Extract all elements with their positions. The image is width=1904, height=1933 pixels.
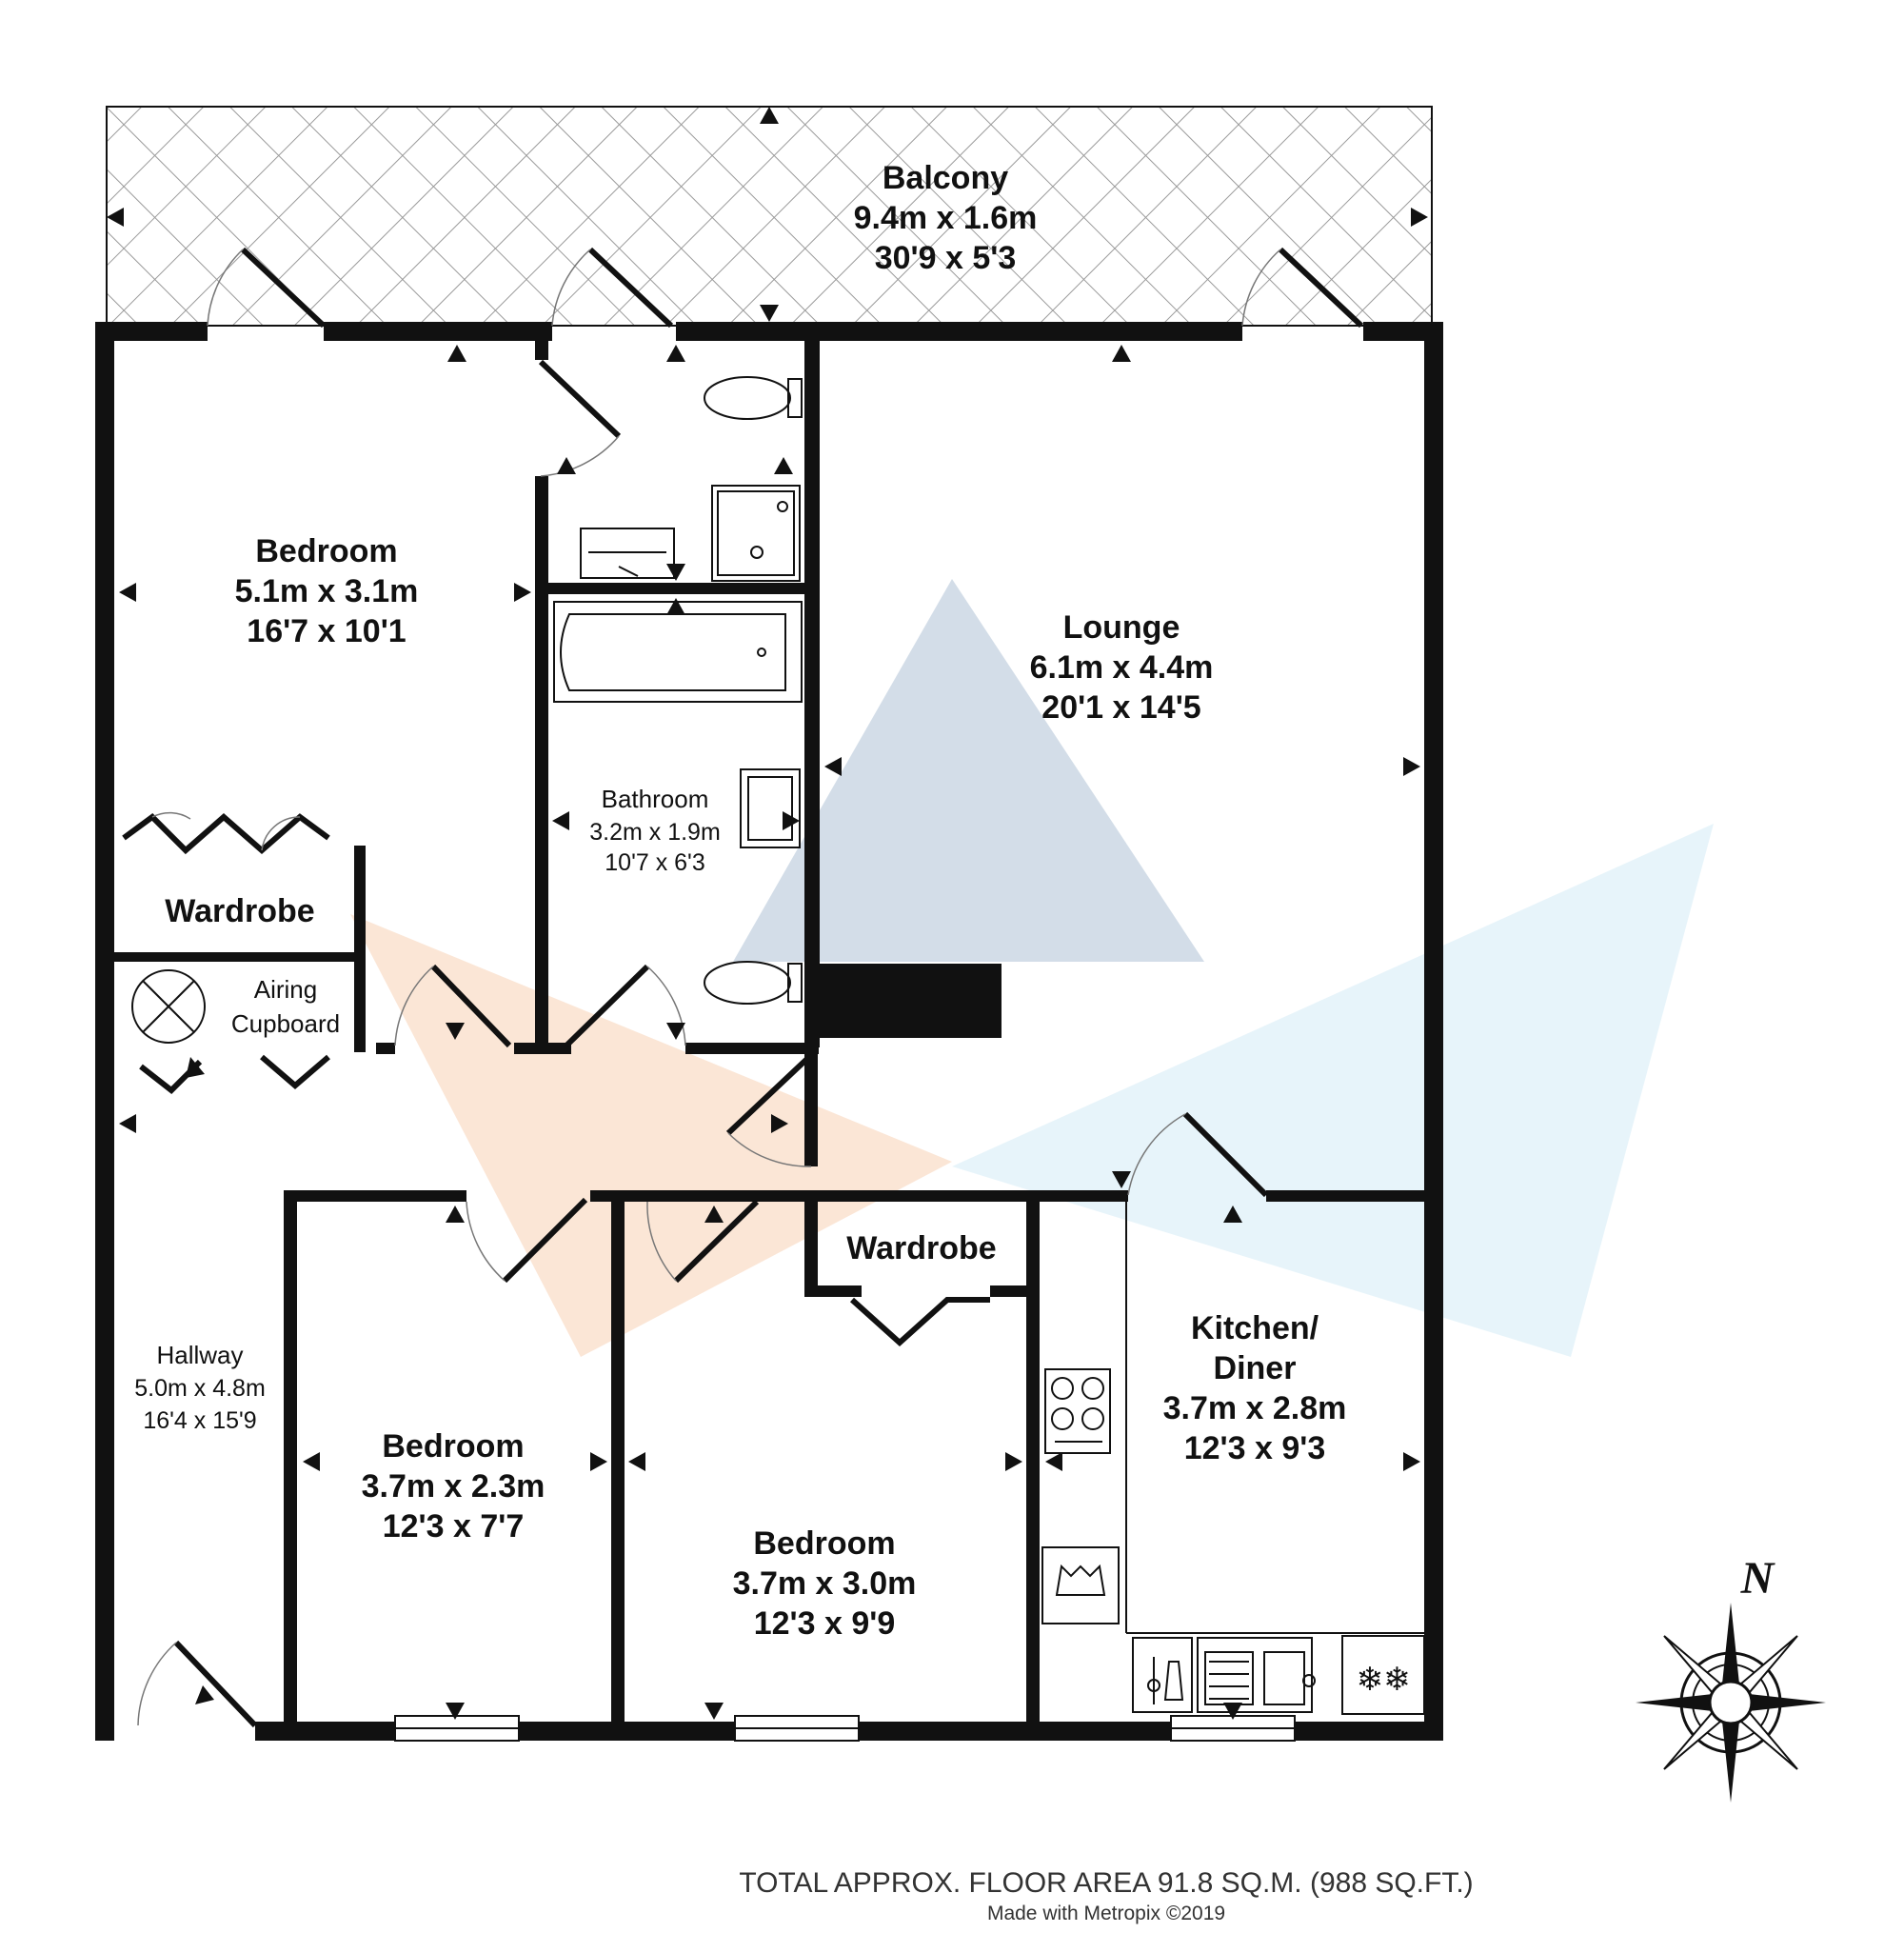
bedroom-2-imperial: 12'3 x 7'7 — [383, 1508, 525, 1544]
room-label-kitchen-diner: Kitchen/ Diner 3.7m x 2.8m 12'3 x 9'3 — [1163, 1310, 1347, 1466]
lounge-imperial: 20'1 x 14'5 — [1041, 689, 1200, 726]
hob-icon — [1044, 1368, 1111, 1454]
lounge-name: Lounge — [1063, 609, 1180, 646]
toilet-icon — [704, 961, 803, 1005]
bathroom-imperial: 10'7 x 6'3 — [605, 849, 704, 876]
dishwasher-icon — [1132, 1637, 1193, 1713]
bathroom-name: Bathroom — [602, 785, 709, 813]
washing-machine-icon — [1041, 1546, 1120, 1624]
hallway-imperial: 16'4 x 15'9 — [143, 1407, 256, 1434]
balcony — [106, 106, 1433, 327]
watermark-logo — [350, 579, 1714, 1357]
hallway-name: Hallway — [156, 1341, 243, 1369]
room-label-bedroom-3: Bedroom 3.7m x 3.0m 12'3 x 9'9 — [733, 1525, 917, 1642]
balcony-name: Balcony — [883, 160, 1008, 196]
room-label-hallway: Hallway 5.0m x 4.8m 16'4 x 15'9 — [134, 1341, 266, 1434]
bedroom-3-imperial: 12'3 x 9'9 — [754, 1605, 896, 1642]
room-label-airing-cupboard: Airing Cupboard — [231, 975, 340, 1038]
basin-icon — [740, 768, 801, 848]
exterior-walls — [95, 322, 1443, 1741]
room-label-bedroom-1: Bedroom 5.1m x 3.1m 16'7 x 10'1 — [235, 533, 419, 649]
boiler-icon — [131, 969, 206, 1044]
bath-icon — [553, 601, 803, 703]
wardrobe-1-name: Wardrobe — [165, 893, 314, 929]
doors — [122, 247, 1364, 1728]
basin-icon — [580, 528, 675, 579]
bedroom-3-metric: 3.7m x 3.0m — [733, 1565, 917, 1602]
bedroom-2-name: Bedroom — [382, 1428, 524, 1465]
bathroom-metric: 3.2m x 1.9m — [589, 819, 721, 846]
fridge-freezer-icon: ❄❄ — [1341, 1635, 1425, 1715]
wardrobe-2-name: Wardrobe — [846, 1230, 996, 1266]
bedroom-1-imperial: 16'7 x 10'1 — [247, 613, 406, 649]
kitchen-name-line2: Diner — [1214, 1350, 1297, 1386]
toilet-icon — [704, 376, 803, 420]
lounge-metric: 6.1m x 4.4m — [1030, 649, 1214, 686]
room-label-bathroom: Bathroom 3.2m x 1.9m 10'7 x 6'3 — [589, 785, 721, 876]
room-label-wardrobe-2: Wardrobe — [846, 1230, 996, 1266]
compass-rose-icon: N — [1636, 1553, 1826, 1803]
room-label-balcony: Balcony 9.4m x 1.6m 30'9 x 5'3 — [854, 160, 1038, 276]
windows — [394, 1715, 1296, 1742]
kitchen-name-line1: Kitchen/ — [1191, 1310, 1319, 1346]
bedroom-2-metric: 3.7m x 2.3m — [362, 1468, 545, 1505]
room-label-bedroom-2: Bedroom 3.7m x 2.3m 12'3 x 7'7 — [362, 1428, 545, 1544]
room-label-lounge: Lounge 6.1m x 4.4m 20'1 x 14'5 — [1030, 609, 1214, 726]
shower-icon — [711, 485, 801, 582]
dimension-markers — [107, 107, 1428, 1720]
bedroom-1-name: Bedroom — [255, 533, 397, 569]
sink-icon — [1197, 1637, 1316, 1713]
bedroom-3-name: Bedroom — [753, 1525, 895, 1562]
svg-text:❄❄: ❄❄ — [1357, 1661, 1411, 1699]
airing-cupboard-line2: Cupboard — [231, 1009, 340, 1038]
total-floor-area: TOTAL APPROX. FLOOR AREA 91.8 SQ.M. (988… — [739, 1867, 1473, 1899]
kitchen-metric: 3.7m x 2.8m — [1163, 1390, 1347, 1426]
room-label-wardrobe-1: Wardrobe — [165, 893, 314, 929]
hallway-metric: 5.0m x 4.8m — [134, 1375, 266, 1402]
bedroom-1-metric: 5.1m x 3.1m — [235, 573, 419, 609]
credit-text: Made with Metropix ©2019 — [987, 1903, 1225, 1924]
balcony-imperial: 30'9 x 5'3 — [875, 240, 1017, 276]
airing-cupboard-line1: Airing — [254, 975, 317, 1004]
balcony-metric: 9.4m x 1.6m — [854, 200, 1038, 236]
compass-north-label: N — [1740, 1553, 1776, 1604]
interior-walls — [114, 333, 1438, 1731]
fixtures: ❄❄ — [131, 376, 1425, 1742]
kitchen-imperial: 12'3 x 9'3 — [1184, 1430, 1326, 1466]
